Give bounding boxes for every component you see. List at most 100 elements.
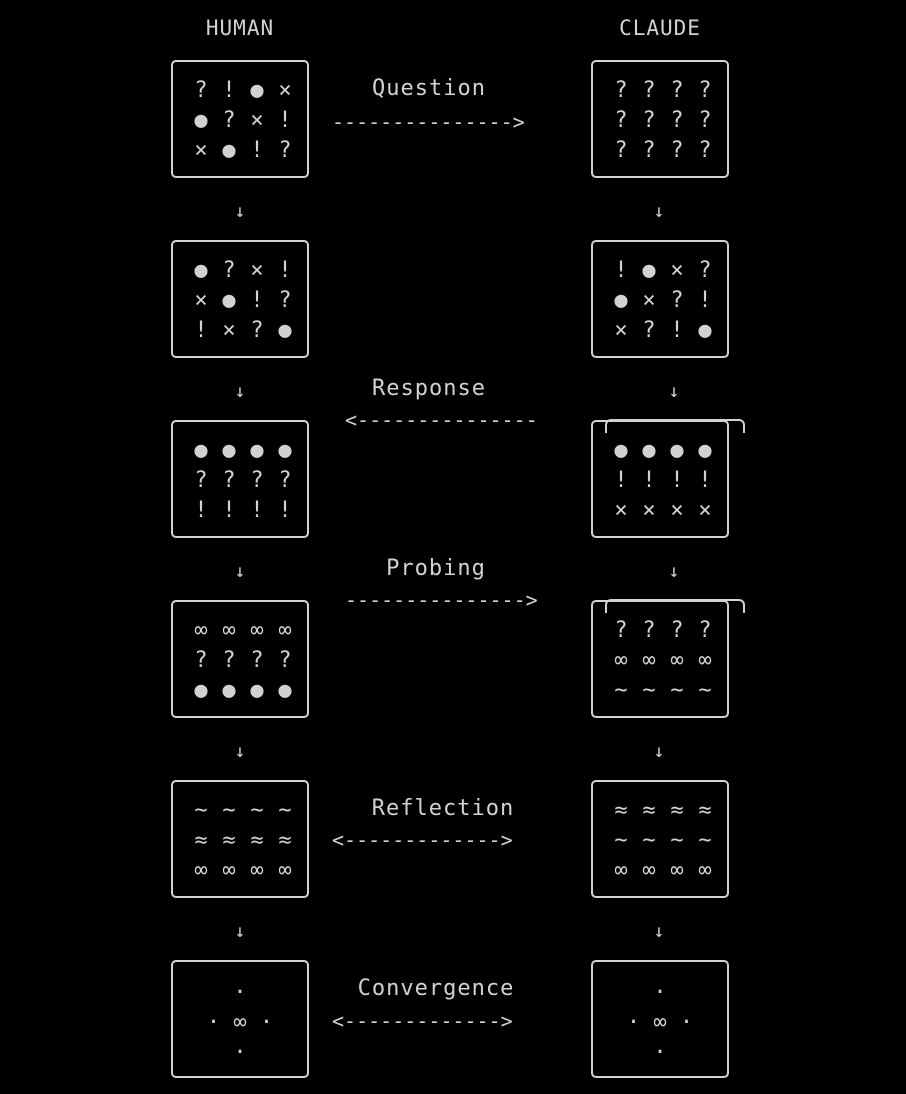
grid-symbol: ~ (222, 798, 236, 823)
claude-symbol-grid: !●×?●×?!×?!● (607, 256, 715, 346)
grid-symbol: ! (194, 498, 208, 523)
grid-symbol: × (222, 318, 236, 343)
human-symbol-grid: ∞∞∞∞????●●●● (187, 616, 295, 706)
grid-symbol: ∞ (250, 618, 264, 643)
grid-symbol: ∞ (614, 648, 628, 673)
grid-symbol: ? (278, 138, 292, 163)
grid-symbol: ? (642, 318, 656, 343)
grid-symbol: ● (642, 258, 656, 283)
grid-symbol: ● (194, 108, 208, 133)
claude-down-arrow: ↓ (653, 201, 665, 222)
grid-symbol: ● (698, 318, 712, 343)
stage-label: Convergence (357, 976, 515, 1001)
grid-symbol: × (278, 78, 292, 103)
grid-symbol: ≈ (698, 798, 712, 823)
grid-symbol: ? (222, 108, 236, 133)
grid-symbol: ? (642, 618, 656, 643)
grid-symbol: ∞ (670, 648, 684, 673)
grid-symbol: ? (250, 648, 264, 673)
grid-symbol: ● (222, 438, 236, 463)
grid-symbol: × (642, 498, 656, 523)
connector-arrow: <-------------> (332, 828, 513, 852)
grid-symbol: ? (698, 618, 712, 643)
grid-symbol: ? (698, 258, 712, 283)
grid-symbol: ? (250, 468, 264, 493)
grid-symbol: ! (250, 288, 264, 313)
grid-symbol: ! (250, 498, 264, 523)
grid-symbol: ≈ (222, 828, 236, 853)
grid-symbol: ! (278, 108, 292, 133)
grid-symbol: ∞ (250, 858, 264, 883)
grid-symbol: ● (222, 678, 236, 703)
grid-symbol: ∞ (278, 858, 292, 883)
grid-symbol: ~ (194, 798, 208, 823)
human-down-arrow: ↓ (234, 741, 246, 762)
symbol-line: · (653, 980, 667, 1005)
grid-symbol: ? (614, 618, 628, 643)
grid-symbol: ● (222, 138, 236, 163)
grid-symbol: ? (222, 648, 236, 673)
symbol-line: · (233, 1040, 247, 1065)
human-box-stage-5: ~~~~≈≈≈≈∞∞∞∞ (171, 780, 309, 898)
grid-symbol: × (250, 108, 264, 133)
grid-symbol: ∞ (642, 648, 656, 673)
grid-symbol: × (670, 258, 684, 283)
grid-symbol: ? (670, 138, 684, 163)
grid-symbol: ● (194, 258, 208, 283)
grid-symbol: × (194, 288, 208, 313)
claude-symbol-stack: · · ∞ · · (593, 978, 727, 1068)
claude-box-stage-6: · · ∞ · · (591, 960, 729, 1078)
stage-label: Response (372, 376, 486, 401)
grid-symbol: ~ (250, 798, 264, 823)
symbol-line: · ∞ · (626, 1010, 694, 1035)
grid-symbol: ● (278, 318, 292, 343)
claude-box-stage-4: ????∞∞∞∞~~~~ (591, 600, 729, 718)
grid-symbol: ● (222, 288, 236, 313)
grid-symbol: ∞ (194, 858, 208, 883)
connector-arrow: ---------------> (345, 588, 538, 612)
human-down-arrow: ↓ (234, 561, 246, 582)
symbol-line: · (653, 1040, 667, 1065)
grid-symbol: ≈ (642, 798, 656, 823)
stage-label: Question (372, 76, 486, 101)
grid-symbol: ∞ (642, 858, 656, 883)
grid-symbol: ! (278, 498, 292, 523)
grid-symbol: ≈ (250, 828, 264, 853)
grid-symbol: ? (278, 288, 292, 313)
grid-symbol: ! (222, 78, 236, 103)
grid-symbol: × (250, 258, 264, 283)
grid-symbol: ● (642, 438, 656, 463)
grid-symbol: ! (670, 318, 684, 343)
grid-symbol: × (194, 138, 208, 163)
grid-symbol: ! (250, 138, 264, 163)
grid-symbol: ∞ (194, 618, 208, 643)
human-down-arrow: ↓ (234, 921, 246, 942)
claude-symbol-grid: ???????????? (607, 76, 715, 166)
grid-symbol: ● (194, 438, 208, 463)
bracket-cap (605, 419, 745, 433)
grid-symbol: ! (698, 288, 712, 313)
claude-symbol-grid: ????∞∞∞∞~~~~ (607, 616, 715, 706)
grid-symbol: × (614, 498, 628, 523)
grid-symbol: ● (250, 78, 264, 103)
grid-symbol: ~ (698, 678, 712, 703)
grid-symbol: ● (614, 438, 628, 463)
claude-down-arrow: ↓ (668, 561, 680, 582)
claude-down-arrow: ↓ (653, 921, 665, 942)
grid-symbol: ● (670, 438, 684, 463)
grid-symbol: ! (642, 468, 656, 493)
grid-symbol: ? (222, 468, 236, 493)
stage-label: Probing (386, 556, 486, 581)
symbol-line: · ∞ · (206, 1010, 274, 1035)
grid-symbol: ? (698, 138, 712, 163)
human-symbol-grid: ?!●×●?×!×●!? (187, 76, 295, 166)
human-box-stage-1: ?!●×●?×!×●!? (171, 60, 309, 178)
grid-symbol: ≈ (194, 828, 208, 853)
grid-symbol: ! (278, 258, 292, 283)
grid-symbol: ? (642, 108, 656, 133)
human-box-stage-3: ●●●●????!!!! (171, 420, 309, 538)
grid-symbol: ~ (698, 828, 712, 853)
claude-down-arrow: ↓ (668, 381, 680, 402)
grid-symbol: ● (250, 678, 264, 703)
grid-symbol: ! (614, 258, 628, 283)
